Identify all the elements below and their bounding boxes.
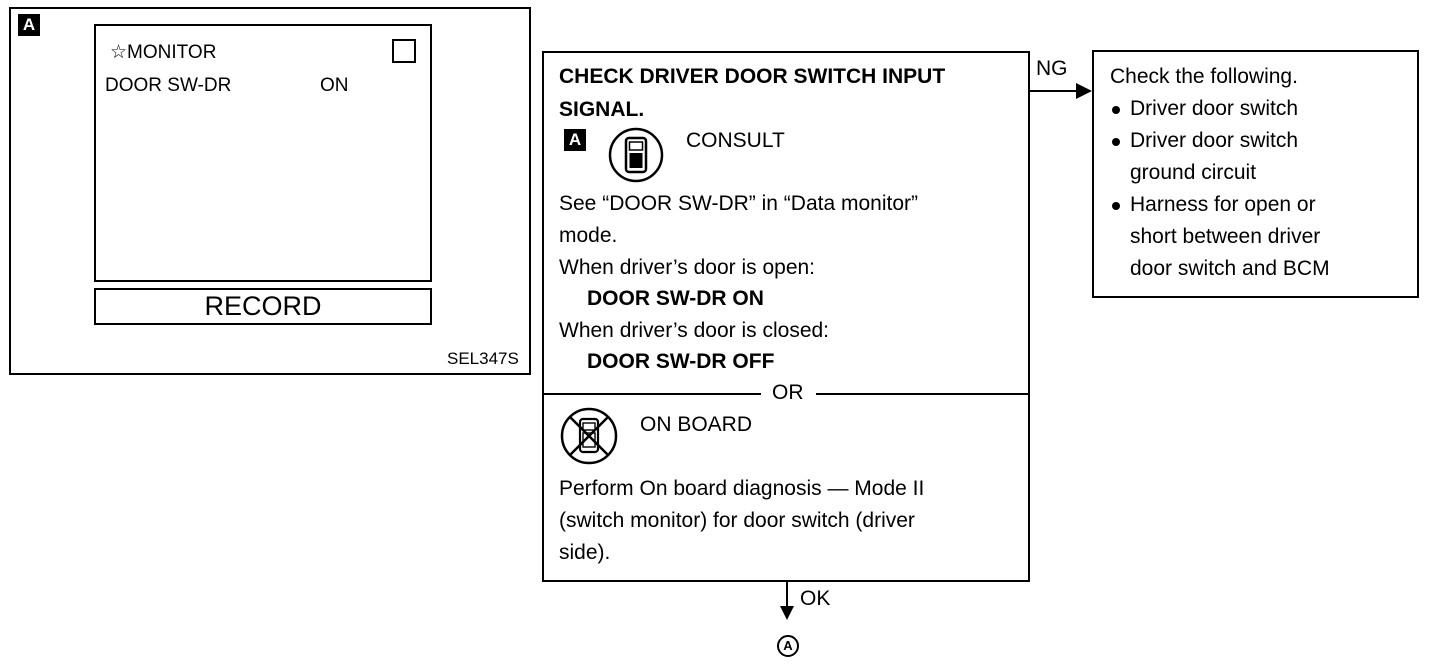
- monitor-item-name: DOOR SW-DR: [105, 75, 232, 96]
- or-divider-left: [544, 393, 761, 395]
- figure-tag-a: A: [18, 14, 40, 36]
- ng-item-harness-line2: short between driver: [1130, 225, 1321, 248]
- consult-tester-icon: [606, 125, 666, 185]
- consult-tag-a: A: [564, 129, 586, 151]
- when-door-closed-text: When driver’s door is closed:: [559, 319, 830, 342]
- or-divider-right: [816, 393, 1030, 395]
- star-icon: ☆: [110, 42, 128, 63]
- ng-item-harness-line1: Harness for open or: [1130, 193, 1316, 216]
- monitor-display: ☆MONITOR DOOR SW-DR ON: [94, 24, 432, 282]
- connector-circle-a-label: A: [783, 638, 793, 653]
- monitor-title: ☆MONITOR: [110, 42, 217, 63]
- monitor-item-value: ON: [320, 75, 349, 96]
- consult-label: CONSULT: [686, 129, 785, 152]
- ok-label: OK: [800, 587, 831, 610]
- consult-screen-figure: A ☆MONITOR DOOR SW-DR ON RECORD SEL347S: [9, 7, 531, 375]
- door-open-value: DOOR SW-DR ON: [587, 287, 764, 310]
- ng-item-harness-line3: door switch and BCM: [1130, 257, 1330, 280]
- ok-arrow-head-icon: [780, 606, 794, 620]
- bullet-icon: [1112, 138, 1120, 146]
- door-closed-value: DOOR SW-DR OFF: [587, 350, 775, 373]
- see-data-monitor-line2: mode.: [559, 224, 618, 247]
- ng-arrow-head-icon: [1076, 83, 1092, 99]
- see-data-monitor-line1: See “DOOR SW-DR” in “Data monitor”: [559, 192, 919, 215]
- connector-circle-a: A: [777, 635, 799, 657]
- figure-code: SEL347S: [447, 349, 519, 368]
- ng-action-box: Check the following. Driver door switch …: [1092, 50, 1419, 298]
- ng-item-driver-door-switch: Driver door switch: [1130, 97, 1299, 120]
- record-button[interactable]: RECORD: [94, 288, 432, 325]
- ng-intro-text: Check the following.: [1110, 65, 1298, 88]
- perform-line3: side).: [559, 541, 611, 564]
- check-procedure-box: CHECK DRIVER DOOR SWITCH INPUT SIGNAL. A…: [542, 51, 1030, 582]
- or-divider-label: OR: [772, 381, 804, 404]
- procedure-heading-line1: CHECK DRIVER DOOR SWITCH INPUT: [559, 65, 946, 88]
- perform-line1: Perform On board diagnosis — Mode II: [559, 477, 925, 500]
- perform-line2: (switch monitor) for door switch (driver: [559, 509, 915, 532]
- monitor-checkbox[interactable]: [392, 39, 416, 63]
- ng-arrow-line: [1030, 90, 1080, 92]
- onboard-label: ON BOARD: [640, 413, 753, 436]
- procedure-heading-line2: SIGNAL.: [559, 98, 645, 121]
- when-door-open-text: When driver’s door is open:: [559, 256, 816, 279]
- bullet-icon: [1112, 106, 1120, 114]
- no-tester-icon: [558, 405, 620, 467]
- record-button-label: RECORD: [204, 291, 322, 321]
- bullet-icon: [1112, 202, 1120, 210]
- ng-label: NG: [1036, 57, 1068, 80]
- ng-item-ground-circuit-line2: ground circuit: [1130, 161, 1257, 184]
- ok-arrow-line: [786, 582, 788, 608]
- ng-item-ground-circuit-line1: Driver door switch: [1130, 129, 1299, 152]
